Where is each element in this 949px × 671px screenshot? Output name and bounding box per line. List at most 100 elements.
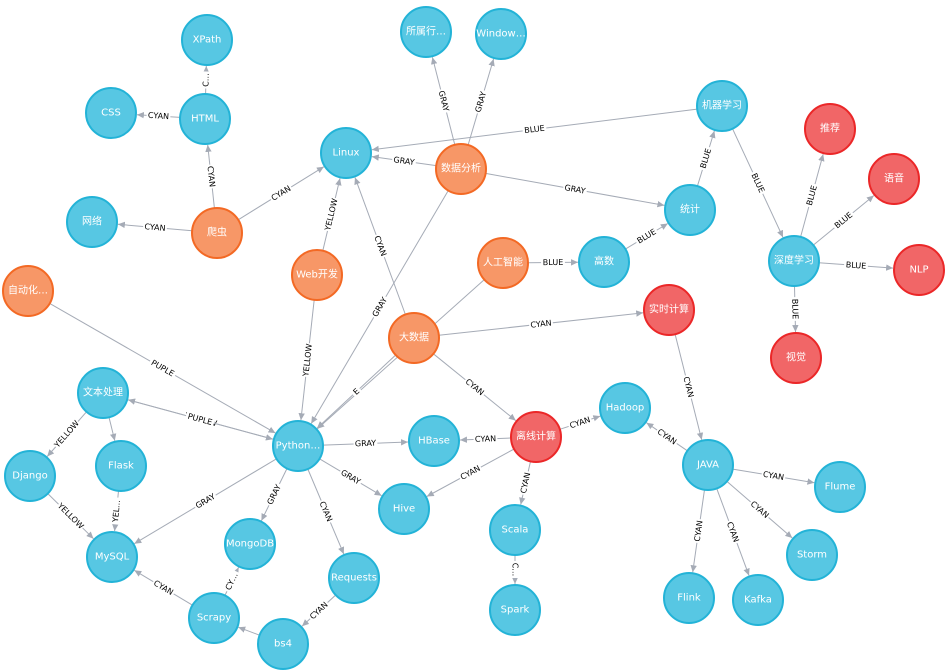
node-mysql[interactable]: MySQL bbox=[86, 531, 138, 583]
edge-line[interactable] bbox=[108, 417, 117, 441]
node-circle[interactable] bbox=[475, 8, 527, 60]
edge-lixian-hbase[interactable]: CYAN bbox=[459, 433, 512, 445]
node-scrapy[interactable]: Scrapy bbox=[188, 592, 240, 644]
node-circle[interactable] bbox=[868, 153, 920, 205]
node-circle[interactable] bbox=[66, 196, 118, 248]
node-webkf[interactable]: Web开发 bbox=[291, 249, 343, 301]
node-hbase[interactable]: HBase bbox=[408, 415, 460, 467]
node-circle[interactable] bbox=[804, 103, 856, 155]
edge-bs4-scrapy[interactable] bbox=[238, 626, 260, 636]
node-dashuju[interactable]: 大数据 bbox=[388, 312, 440, 364]
edge-wenben-flask[interactable] bbox=[108, 417, 117, 441]
node-gaoshu[interactable]: 高数 bbox=[578, 236, 630, 288]
edge-webkf-python[interactable]: YELLOW bbox=[298, 299, 315, 421]
node-circle[interactable] bbox=[95, 440, 147, 492]
node-shijue[interactable]: 视觉 bbox=[770, 332, 822, 384]
node-circle[interactable] bbox=[2, 265, 54, 317]
node-circle[interactable] bbox=[86, 531, 138, 583]
edge-webkf-linux[interactable]: YELLOW bbox=[322, 178, 342, 251]
node-suoshu[interactable]: 所属行… bbox=[400, 6, 452, 58]
edge-shuju-windows[interactable]: GRAY bbox=[467, 58, 495, 146]
node-circle[interactable] bbox=[85, 87, 137, 139]
edge-shendu-tuijian[interactable]: BLUE bbox=[800, 153, 825, 238]
edge-scrapy-mysql[interactable]: CYAN bbox=[134, 569, 193, 606]
node-circle[interactable] bbox=[663, 572, 715, 624]
node-python[interactable]: Python… bbox=[272, 420, 324, 472]
edge-pachong-html[interactable]: CYAN bbox=[204, 144, 218, 209]
node-xpath[interactable]: XPath bbox=[181, 14, 233, 66]
edge-rengong-gaoshu[interactable]: BLUE bbox=[527, 257, 579, 268]
edge-shishi-java[interactable]: CYAN bbox=[674, 334, 704, 440]
edge-lixian-hadoop[interactable]: CYAN bbox=[559, 414, 601, 432]
node-mongodb[interactable]: MongoDB bbox=[224, 518, 276, 570]
node-linux[interactable]: Linux bbox=[320, 127, 372, 179]
edge-python-mongodb[interactable]: GRAY bbox=[260, 468, 288, 521]
node-circle[interactable] bbox=[181, 14, 233, 66]
node-circle[interactable] bbox=[188, 592, 240, 644]
edge-tongji-jiqi[interactable]: BLUE bbox=[696, 130, 716, 187]
node-flume[interactable]: Flume bbox=[814, 461, 866, 513]
node-hive[interactable]: Hive bbox=[378, 483, 430, 535]
edge-java-flume[interactable]: CYAN bbox=[732, 468, 815, 485]
edge-shuju-suoshu[interactable]: GRAY bbox=[431, 57, 456, 145]
node-circle[interactable] bbox=[272, 420, 324, 472]
node-circle[interactable] bbox=[682, 439, 734, 491]
node-circle[interactable] bbox=[179, 93, 231, 145]
node-spark[interactable]: Spark bbox=[489, 584, 541, 636]
edge-pachong-wangluo[interactable]: CYAN bbox=[117, 221, 193, 234]
edge-dashuju-python[interactable]: E bbox=[316, 354, 397, 429]
edge-shuju-linux[interactable]: GRAY bbox=[371, 154, 437, 168]
node-circle[interactable] bbox=[510, 411, 562, 463]
node-windows[interactable]: Window… bbox=[475, 8, 527, 60]
edge-dashuju-shishi[interactable]: CYAN bbox=[438, 310, 644, 336]
edge-jiqi-linux[interactable]: BLUE bbox=[371, 108, 698, 153]
node-hadoop[interactable]: Hadoop bbox=[599, 382, 651, 434]
edge-java-flink[interactable]: CYAN bbox=[690, 489, 706, 573]
node-circle[interactable] bbox=[578, 236, 630, 288]
edge-jiqi-shendu[interactable]: BLUE bbox=[732, 128, 784, 238]
node-shendu[interactable]: 深度学习 bbox=[768, 235, 820, 287]
node-circle[interactable] bbox=[732, 574, 784, 626]
edge-shuju-tongji[interactable]: GRAY bbox=[485, 172, 665, 208]
node-circle[interactable] bbox=[664, 184, 716, 236]
node-circle[interactable] bbox=[477, 237, 529, 289]
node-rengong[interactable]: 人工智能 bbox=[477, 237, 529, 289]
edge-python-requests[interactable]: CYAN bbox=[307, 468, 345, 555]
node-django[interactable]: Django bbox=[4, 450, 56, 502]
edge-python-hbase[interactable]: GRAY bbox=[322, 438, 409, 449]
edge-wenben-django[interactable]: YELLOW bbox=[46, 411, 87, 457]
edge-scala-spark[interactable]: C… bbox=[510, 555, 520, 584]
edge-scrapy-mongodb[interactable]: CY… bbox=[222, 567, 242, 596]
node-zidong[interactable]: 自动化… bbox=[2, 265, 54, 317]
node-circle[interactable] bbox=[224, 518, 276, 570]
edge-line[interactable] bbox=[238, 626, 260, 636]
node-flask[interactable]: Flask bbox=[95, 440, 147, 492]
node-circle[interactable] bbox=[435, 143, 487, 195]
edge-flask-mysql[interactable]: YEL… bbox=[110, 490, 123, 532]
edge-java-hadoop[interactable]: CYAN bbox=[646, 422, 688, 452]
node-circle[interactable] bbox=[489, 504, 541, 556]
node-circle[interactable] bbox=[77, 367, 129, 419]
node-circle[interactable] bbox=[696, 80, 748, 132]
node-circle[interactable] bbox=[291, 249, 343, 301]
edge-dashuju-lixian[interactable]: CYAN bbox=[433, 353, 517, 421]
edge-shendu-nlp[interactable]: BLUE bbox=[818, 259, 894, 272]
node-css[interactable]: CSS bbox=[85, 87, 137, 139]
node-pachong[interactable]: 爬虫 bbox=[191, 207, 243, 259]
node-shishi[interactable]: 实时计算 bbox=[643, 284, 695, 336]
node-shuju[interactable]: 数据分析 bbox=[435, 143, 487, 195]
edge-pachong-linux[interactable]: CYAN bbox=[237, 166, 325, 221]
node-circle[interactable] bbox=[599, 382, 651, 434]
edge-gaoshu-tongji[interactable]: BLUE bbox=[625, 223, 669, 250]
node-circle[interactable] bbox=[489, 584, 541, 636]
node-requests[interactable]: Requests bbox=[328, 552, 380, 604]
node-circle[interactable] bbox=[378, 483, 430, 535]
node-circle[interactable] bbox=[814, 461, 866, 513]
node-tuijian[interactable]: 推荐 bbox=[804, 103, 856, 155]
edge-shendu-shijue[interactable]: BLUE bbox=[789, 285, 801, 333]
node-java[interactable]: JAVA bbox=[682, 439, 734, 491]
node-circle[interactable] bbox=[388, 312, 440, 364]
node-circle[interactable] bbox=[786, 529, 838, 581]
node-circle[interactable] bbox=[770, 332, 822, 384]
node-circle[interactable] bbox=[257, 618, 309, 670]
